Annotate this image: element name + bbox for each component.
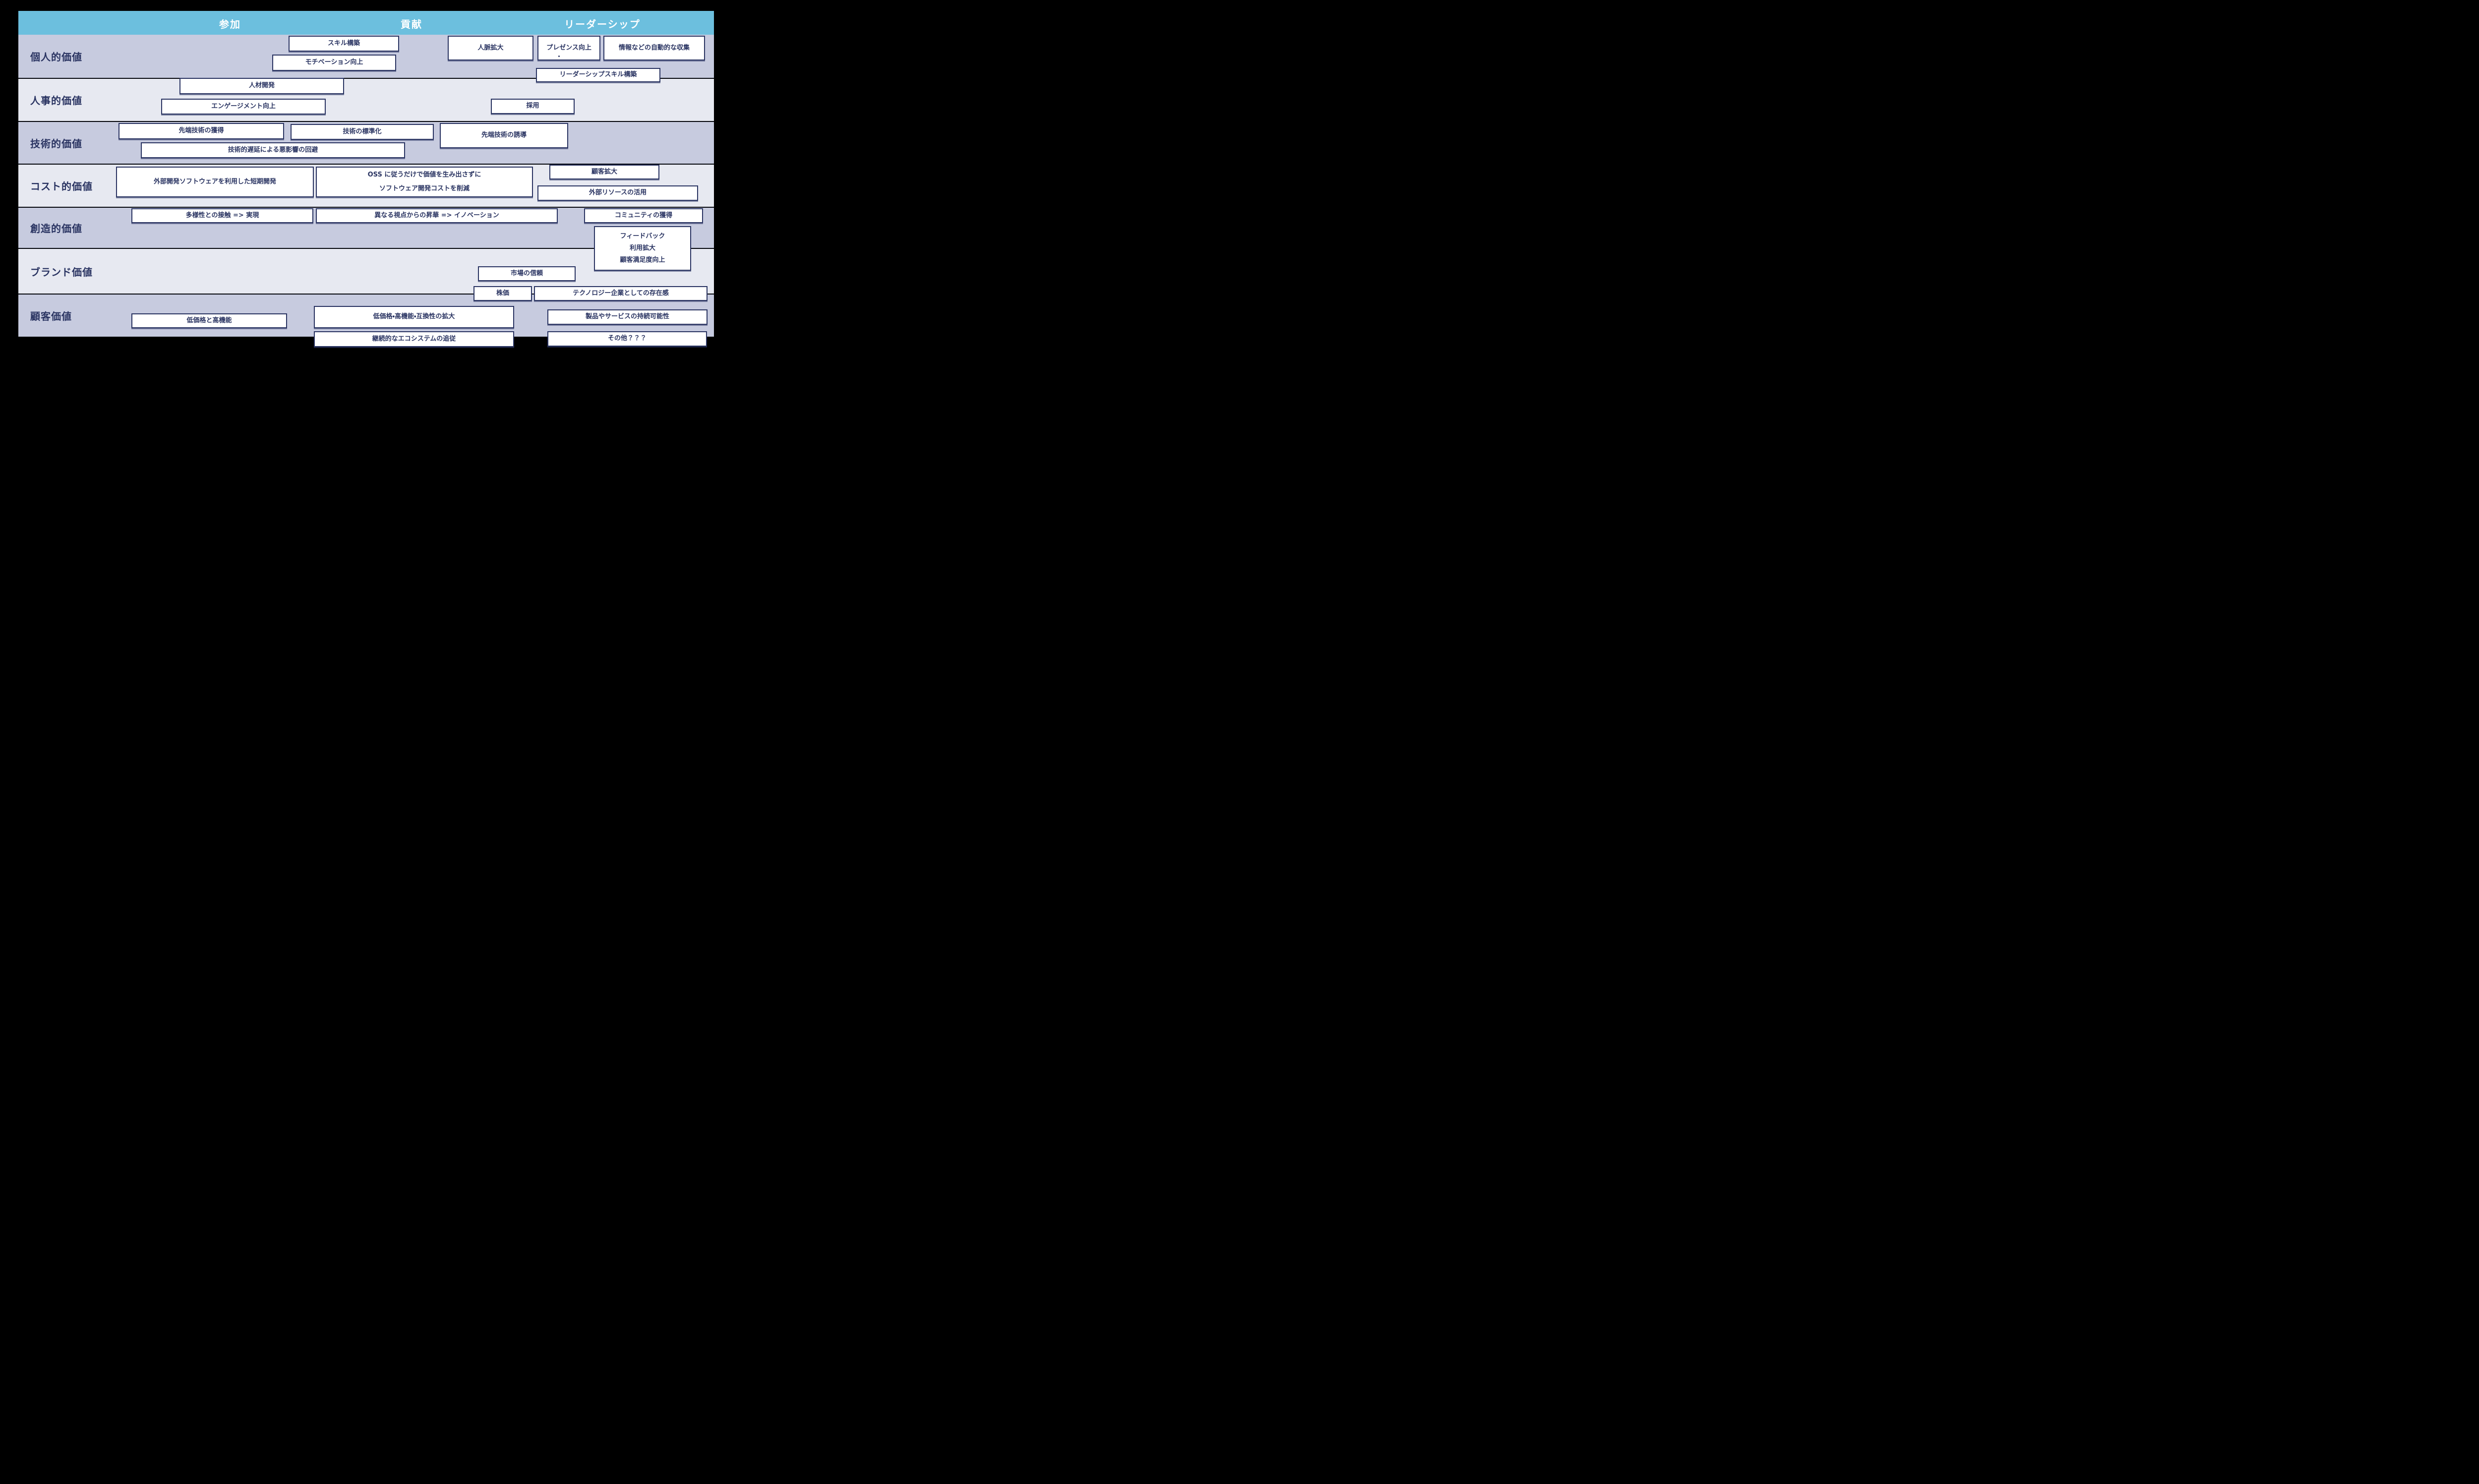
row-label-customer-value: 顧客価値 xyxy=(30,310,72,322)
box-engagement: エンゲージメント向上 xyxy=(161,99,326,115)
box-hr-development: 人材開発 xyxy=(179,78,344,94)
box-advanced-tech-acquisition: 先端技術の獲得 xyxy=(118,123,284,139)
box-others: その他？？？ xyxy=(547,331,707,347)
box-advanced-tech-guidance: 先端技術の誘導 xyxy=(440,123,568,148)
row-label-brand-value: ブランド価値 xyxy=(30,266,93,278)
box-product-sustainability: 製品やサービスの持続可能性 xyxy=(547,309,708,325)
box-community-acquisition: コミュニティの獲得 xyxy=(584,208,703,223)
box-market-trust: 市場の信頼 xyxy=(478,266,576,281)
box-tech-standardization: 技術の標準化 xyxy=(291,124,434,140)
box-ecosystem-follow: 継続的なエコシステムの追従 xyxy=(314,331,514,347)
box-skill-building: スキル構築 xyxy=(289,36,399,52)
row-label-cost-value: コスト的価値 xyxy=(30,180,93,192)
box-info-collection: 情報などの自動的な収集 xyxy=(603,36,705,60)
box-innovation: 異なる視点からの昇華 => イノベーション xyxy=(316,208,558,223)
box-customer-expansion: 顧客拡大 xyxy=(549,165,659,179)
box-low-price-compatibility: 低価格・高機能・互換性の拡大 xyxy=(314,306,514,328)
box-stock-price: 株価 xyxy=(473,286,532,301)
box-presence: プレゼンス向上 xyxy=(537,36,600,60)
box-external-resources: 外部リソースの活用 xyxy=(537,185,698,201)
box-motivation: モチベーション向上 xyxy=(272,55,396,71)
header-band xyxy=(18,11,714,35)
row-hr-value: 人事的価値 xyxy=(18,78,714,121)
stray-dot xyxy=(558,56,560,57)
box-leadership-skill: リーダーシップスキル構築 xyxy=(536,68,660,82)
box-diversity-contact: 多様性との接触 => 実現 xyxy=(131,208,313,223)
box-short-term-dev: 外部開発ソフトウェアを利用した短期開発 xyxy=(116,167,314,197)
row-label-personal-value: 個人的価値 xyxy=(30,51,82,63)
box-tech-company-presence: テクノロジー企業としての存在感 xyxy=(534,286,708,301)
column-header-contribution: 貢献 xyxy=(401,18,422,30)
box-network-expansion: 人脈拡大 xyxy=(448,36,533,60)
box-oss-cost-reduction: OSS に従うだけで価値を生み出さずに ソフトウェア開発コストを削減 xyxy=(316,167,533,197)
row-label-hr-value: 人事的価値 xyxy=(30,95,82,107)
box-tech-delay-avoidance: 技術的遅延による悪影響の回避 xyxy=(141,142,405,158)
column-header-participation: 参加 xyxy=(219,18,241,30)
box-feedback-expansion: フィードバック 利用拡大 顧客満足度向上 xyxy=(594,226,691,271)
row-label-technical-value: 技術的価値 xyxy=(30,137,82,150)
box-low-price-high-function: 低価格と高機能 xyxy=(131,313,287,328)
row-label-creative-value: 創造的価値 xyxy=(30,223,82,235)
box-recruiting: 採用 xyxy=(491,99,575,114)
oss-value-matrix: 参加 貢献 リーダーシップ 個人的価値 人事的価値 技術的価値 コスト的価値 創… xyxy=(18,11,714,347)
column-header-leadership: リーダーシップ xyxy=(564,18,641,30)
